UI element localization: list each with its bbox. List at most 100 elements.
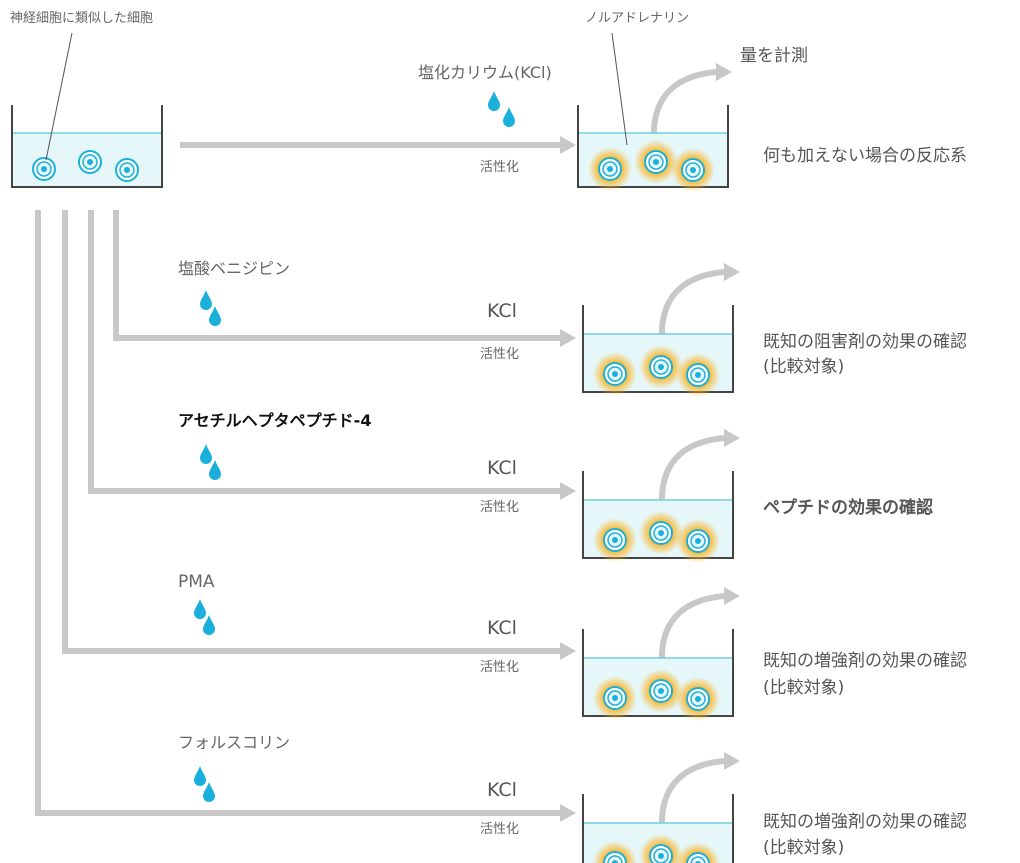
- result-beaker-2-cell-2-nucleus: [658, 530, 664, 536]
- source-beaker-cell-3: [115, 158, 139, 182]
- activation-label-3: 活性化: [480, 660, 520, 675]
- release-arrow-3-head: [724, 587, 740, 605]
- arrow-row-0: [180, 136, 576, 154]
- arrow-row-1: [113, 210, 576, 347]
- result-label-4b: (比較対象): [763, 838, 845, 858]
- result-beaker-4-cell-1-body: [607, 855, 623, 863]
- source-beaker-glass: [11, 105, 163, 188]
- kcl-label-4: KCl: [487, 779, 517, 801]
- release-arrow-4-line: [658, 758, 725, 830]
- result-beaker-3-glass: [582, 629, 734, 717]
- arrow-row-3: [62, 210, 576, 660]
- drop-row-0a: [488, 91, 500, 111]
- result-label-3b: (比較対象): [763, 678, 845, 698]
- noradrenaline-label: ノルアドレナリン: [585, 11, 690, 26]
- result-beaker-4-glass: [582, 794, 734, 863]
- result-beaker-3-cell-1: [593, 676, 637, 720]
- result-beaker-3-cell-3-nucleus: [695, 696, 701, 702]
- result-label-4a: 既知の増強剤の効果の確認: [763, 812, 967, 832]
- result-label-0: 何も加えない場合の反応系: [763, 146, 967, 166]
- release-arrow-0: [650, 63, 732, 141]
- arrow-row-1-head: [560, 329, 576, 347]
- result-beaker-3-cell-2: [639, 669, 683, 713]
- result-beaker-0-cell-3: [671, 148, 715, 192]
- drop-row-4b: [203, 782, 215, 802]
- arrow-row-4-head: [560, 804, 576, 822]
- result-beaker-1-cell-2-nucleus: [658, 364, 664, 370]
- result-beaker-0-cell-1: [588, 147, 632, 191]
- arrow-row-0-head: [560, 136, 576, 154]
- reagent-label-2: アセチルヘプタペプチド-4: [178, 411, 372, 430]
- release-arrow-4: [658, 752, 740, 830]
- release-arrow-1: [658, 263, 740, 341]
- release-arrow-2-head: [724, 429, 740, 447]
- reagent-label-3: PMA: [178, 572, 215, 592]
- result-label-2: ペプチドの効果の確認: [763, 498, 933, 518]
- release-arrow-4-head: [724, 752, 740, 770]
- activation-label-0: 活性化: [480, 160, 520, 175]
- drop-row-2b: [209, 460, 221, 480]
- source-beaker-cell-1: [32, 157, 56, 181]
- kcl-label-1: KCl: [487, 300, 517, 322]
- release-arrow-2-line: [658, 435, 725, 507]
- result-beaker-1-cell-3: [676, 353, 720, 397]
- result-beaker-0-cell-1-nucleus: [607, 166, 613, 172]
- source-cells-label: 神経細胞に類似した細胞: [10, 11, 154, 26]
- drop-row-3a: [194, 599, 206, 619]
- release-arrow-3-line: [658, 593, 725, 665]
- result-beaker-2-cell-3: [676, 519, 720, 563]
- arrow-row-3-line: [62, 210, 560, 654]
- drop-row-4a: [194, 766, 206, 786]
- activation-label-4: 活性化: [480, 822, 520, 837]
- kcl-full-label: 塩化カリウム(KCl): [418, 63, 552, 82]
- result-beaker-1-cell-3-nucleus: [695, 372, 701, 378]
- result-beaker-1-glass: [582, 305, 734, 393]
- reagent-label-4: フォルスコリン: [178, 733, 291, 752]
- noradrenaline-pointer-line: [611, 32, 628, 146]
- result-beaker-4-cell-3: [676, 842, 720, 863]
- result-beaker-4-cell-1-nucleus: [612, 860, 618, 863]
- arrow-row-3-head: [560, 642, 576, 660]
- arrow-row-2-line: [88, 210, 560, 494]
- drop-row-1a: [200, 290, 212, 310]
- arrow-row-4: [35, 210, 576, 822]
- result-beaker-0-cell-2-nucleus: [653, 159, 659, 165]
- result-beaker-2-glass: [582, 471, 734, 559]
- result-beaker-2-cell-1: [593, 518, 637, 562]
- result-beaker-4-cell-1: [593, 841, 637, 863]
- drop-row-2a: [200, 444, 212, 464]
- result-beaker-2-cell-1-nucleus: [612, 537, 618, 543]
- release-arrow-2: [658, 429, 740, 507]
- arrow-row-2: [88, 210, 576, 500]
- reagent-label-1: 塩酸ベニジピン: [178, 259, 291, 278]
- drop-row-0b: [503, 107, 515, 127]
- result-beaker-1-cell-2: [639, 345, 683, 389]
- result-label-1a: 既知の阻害剤の効果の確認: [763, 332, 967, 352]
- source-beaker-cell-3-nucleus: [124, 167, 130, 173]
- arrow-row-4-line: [35, 210, 560, 816]
- release-arrow-1-head: [724, 263, 740, 281]
- kcl-label-2: KCl: [487, 457, 517, 479]
- result-beaker-0-cell-2: [634, 140, 678, 184]
- release-arrow-0-line: [650, 69, 717, 141]
- arrow-row-2-head: [560, 482, 576, 500]
- drop-row-3b: [203, 615, 215, 635]
- drop-row-1b: [209, 306, 221, 326]
- arrow-row-1-line: [113, 210, 560, 341]
- result-beaker-3-cell-3: [676, 677, 720, 721]
- result-beaker-4-cell-3-body: [690, 856, 706, 863]
- release-arrow-1-line: [658, 269, 725, 341]
- result-beaker-1-cell-1: [593, 352, 637, 396]
- result-label-3a: 既知の増強剤の効果の確認: [763, 651, 967, 671]
- source-beaker-cell-1-nucleus: [41, 166, 47, 172]
- result-beaker-3-cell-1-nucleus: [612, 695, 618, 701]
- measure-label: 量を計測: [740, 46, 808, 66]
- result-beaker-4-cell-2-nucleus: [658, 853, 664, 859]
- result-label-1b: (比較対象): [763, 357, 845, 377]
- result-beaker-1-cell-1-nucleus: [612, 371, 618, 377]
- release-arrow-0-head: [716, 63, 732, 81]
- result-beaker-4-cell-2: [639, 834, 683, 863]
- result-beaker-0-glass: [577, 105, 729, 188]
- result-beaker-3-cell-2-nucleus: [658, 688, 664, 694]
